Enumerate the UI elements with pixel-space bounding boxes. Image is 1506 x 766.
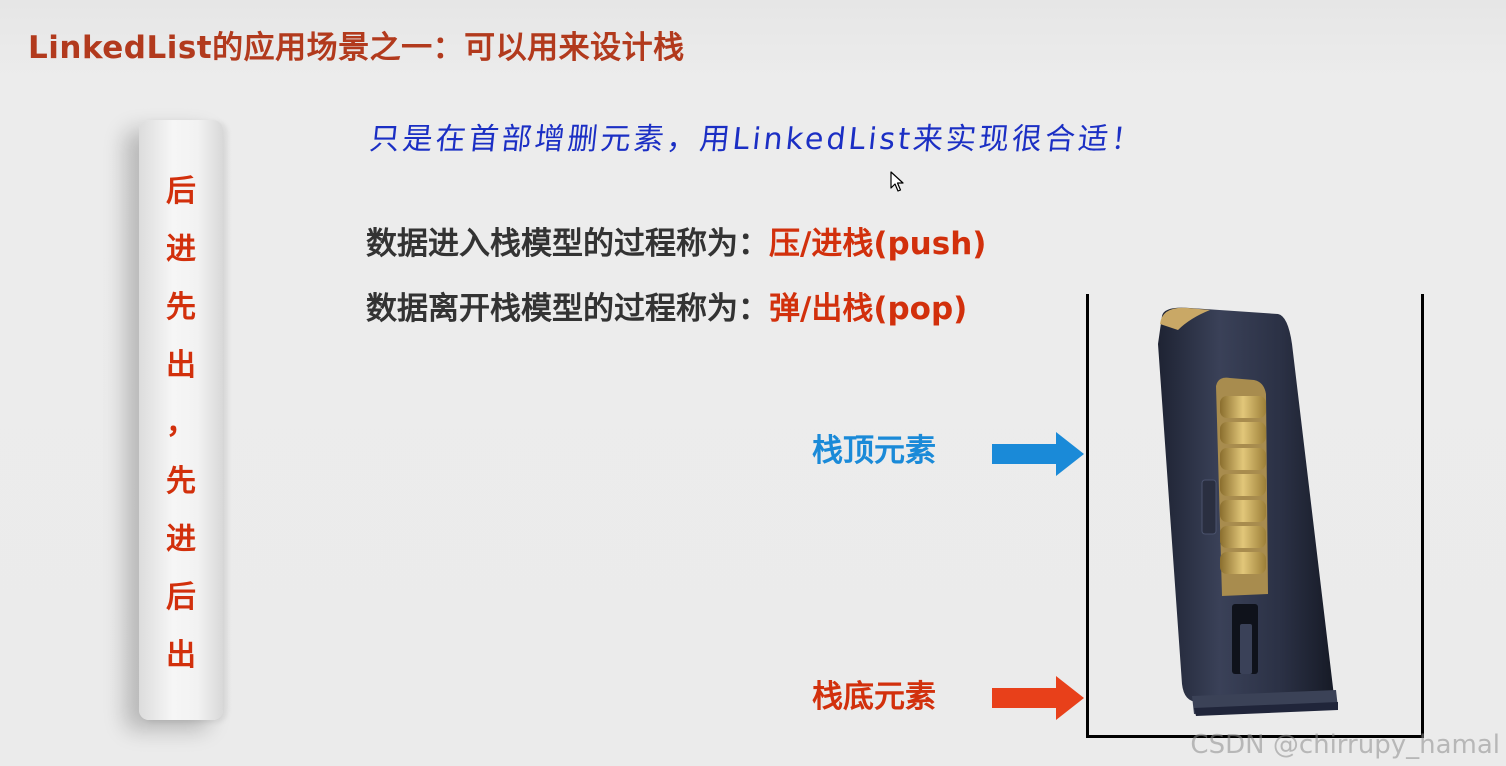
side-char: 后 [166,580,196,615]
definition-value: 弹/出栈(pop) [769,291,968,327]
side-card: 后 进 先 出 ， 先 进 后 出 [139,120,223,720]
definition-value: 压/进栈(push) [769,226,987,262]
stack-bottom-label: 栈底元素 [812,679,936,715]
side-char: 进 [166,232,196,267]
side-char: 出 [166,638,196,673]
side-char: 进 [166,522,196,557]
side-char: 后 [166,174,196,209]
page-title: LinkedList的应用场景之一：可以用来设计栈 [28,30,685,66]
definition-pop: 数据离开栈模型的过程称为：弹/出栈(pop) [366,283,967,328]
side-char: ， [166,406,196,441]
side-char: 先 [166,464,196,499]
arrow-right-icon [992,676,1084,720]
definition-push: 数据进入栈模型的过程称为：压/进栈(push) [366,218,986,263]
definition-label: 数据进入栈模型的过程称为： [366,226,769,262]
definition-label: 数据离开栈模型的过程称为： [366,291,769,327]
watermark: CSDN @chirrupy_hamal [1190,730,1500,760]
side-char: 出 [166,348,196,383]
stack-container [1086,294,1424,738]
side-char: 先 [166,290,196,325]
handwritten-note: 只是在首部增删元素，用LinkedList来实现很合适！ [367,122,1146,157]
magazine-image [1158,307,1338,716]
mouse-pointer-icon [890,171,904,192]
arrow-right-icon [992,432,1084,476]
stack-top-label: 栈顶元素 [812,433,936,469]
